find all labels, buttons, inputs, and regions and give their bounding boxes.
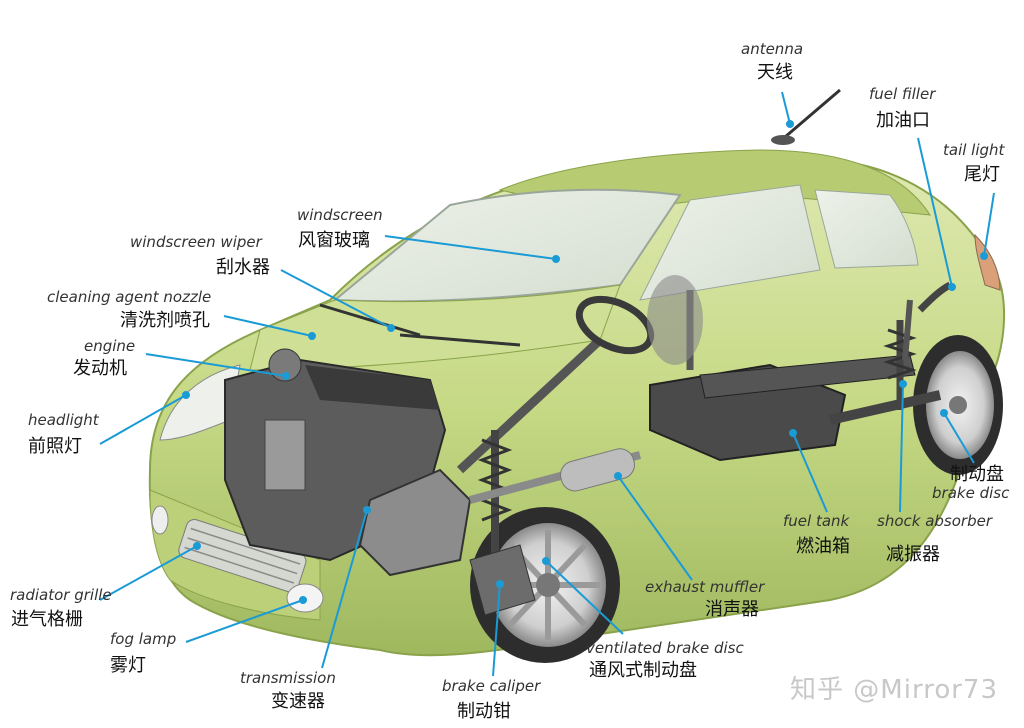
- antenna-rod: [771, 88, 841, 145]
- engine-label-en: engine: [84, 337, 136, 355]
- leader-cleaning-agent-nozzle: [223, 315, 313, 337]
- headlight-label-zh: 前照灯: [28, 436, 82, 457]
- windscreen-wiper-blade: [319, 303, 521, 347]
- fuel-tank-and-rear-axle: [647, 275, 952, 462]
- leader-brake-caliper: [492, 583, 501, 677]
- tail-light-label-zh: 尾灯: [964, 164, 1000, 185]
- transmission-label-en: transmission: [240, 669, 336, 687]
- fuel-filler-label-en: fuel filler: [869, 85, 936, 103]
- leader-ventilated-brake-disc: [545, 560, 624, 635]
- leader-transmission: [321, 509, 368, 669]
- leader-windscreen: [384, 235, 557, 260]
- dot-fuel-filler: [948, 283, 956, 291]
- leader-tail-light: [983, 192, 995, 257]
- engine-label-zh: 发动机: [73, 358, 127, 379]
- antenna-label-zh: 天线: [757, 62, 793, 83]
- shock-absorber-label-zh: 减振器: [886, 544, 940, 565]
- leader-brake-disc: [943, 412, 975, 464]
- brake-disc-label-en: brake disc: [932, 484, 1010, 502]
- leader-fog-lamp: [185, 599, 304, 643]
- dot-windscreen-wiper: [387, 324, 395, 332]
- brake-caliper-label-zh: 制动钳: [457, 701, 511, 722]
- dot-exhaust-muffler: [614, 472, 622, 480]
- dot-cleaning-agent-nozzle: [308, 332, 316, 340]
- headlight-label-en: headlight: [28, 411, 99, 429]
- dot-transmission: [363, 506, 371, 514]
- leader-shock-absorber: [899, 383, 904, 513]
- dot-tail-light: [980, 252, 988, 260]
- ventilated-brake-disc-label-zh: 通风式制动盘: [589, 660, 697, 681]
- cleaning-agent-nozzle-label-en: cleaning agent nozzle: [47, 288, 212, 306]
- fog-lamp-label-zh: 雾灯: [110, 655, 146, 676]
- engine-assembly: [224, 348, 472, 577]
- dot-fog-lamp: [299, 596, 307, 604]
- brake-caliper-label-en: brake caliper: [442, 677, 541, 695]
- brake-disc-label-zh: 制动盘: [950, 464, 1004, 485]
- windscreen-wiper-label-zh: 刮水器: [216, 257, 270, 278]
- radiator-grille-label-zh: 进气格栅: [11, 609, 83, 630]
- transmission-label-zh: 变速器: [271, 691, 325, 712]
- ventilated-brake-disc-label-en: ventilated brake disc: [586, 639, 744, 657]
- leader-exhaust-muffler: [617, 475, 693, 581]
- dot-brake-caliper: [496, 580, 504, 588]
- leader-fuel-filler: [917, 137, 953, 288]
- tail-light-label-en: tail light: [943, 141, 1005, 159]
- steering-column: [456, 295, 655, 474]
- antenna-label-en: antenna: [741, 40, 804, 58]
- dot-antenna: [786, 120, 794, 128]
- leader-engine: [145, 353, 287, 377]
- dot-shock-absorber: [899, 380, 907, 388]
- dot-windscreen: [552, 255, 560, 263]
- exhaust-system: [468, 448, 642, 504]
- dot-brake-disc: [940, 409, 948, 417]
- dot-fuel-tank: [789, 429, 797, 437]
- leader-antenna: [781, 91, 791, 125]
- fuel-tank-label-en: fuel tank: [783, 512, 850, 530]
- fuel-tank-label-zh: 燃油箱: [796, 536, 850, 557]
- leader-fuel-tank: [792, 432, 828, 513]
- front-wheel: [470, 507, 620, 663]
- leader-headlight: [99, 394, 187, 445]
- windscreen-label-zh: 风窗玻璃: [298, 230, 370, 251]
- windscreen-wiper-label-en: windscreen wiper: [130, 233, 262, 251]
- dot-radiator-grille: [193, 542, 201, 550]
- cleaning-agent-nozzle-label-zh: 清洗剂喷孔: [120, 310, 210, 331]
- dot-engine: [282, 372, 290, 380]
- watermark: 知乎 @Mirror73: [790, 675, 998, 705]
- windscreen-label-en: windscreen: [297, 206, 383, 224]
- leader-radiator-grille: [99, 545, 198, 601]
- dot-headlight: [182, 391, 190, 399]
- fuel-filler-label-zh: 加油口: [876, 110, 930, 131]
- rear-wheel: [913, 335, 1003, 475]
- leader-windscreen-wiper: [280, 269, 392, 329]
- exhaust-muffler-label-en: exhaust muffler: [645, 578, 765, 596]
- exhaust-muffler-label-zh: 消声器: [705, 599, 759, 620]
- fog-lamp-label-en: fog lamp: [110, 630, 177, 648]
- dot-ventilated-brake-disc: [542, 557, 550, 565]
- shock-absorber-label-en: shock absorber: [877, 512, 992, 530]
- radiator-grille-label-en: radiator grille: [10, 586, 112, 604]
